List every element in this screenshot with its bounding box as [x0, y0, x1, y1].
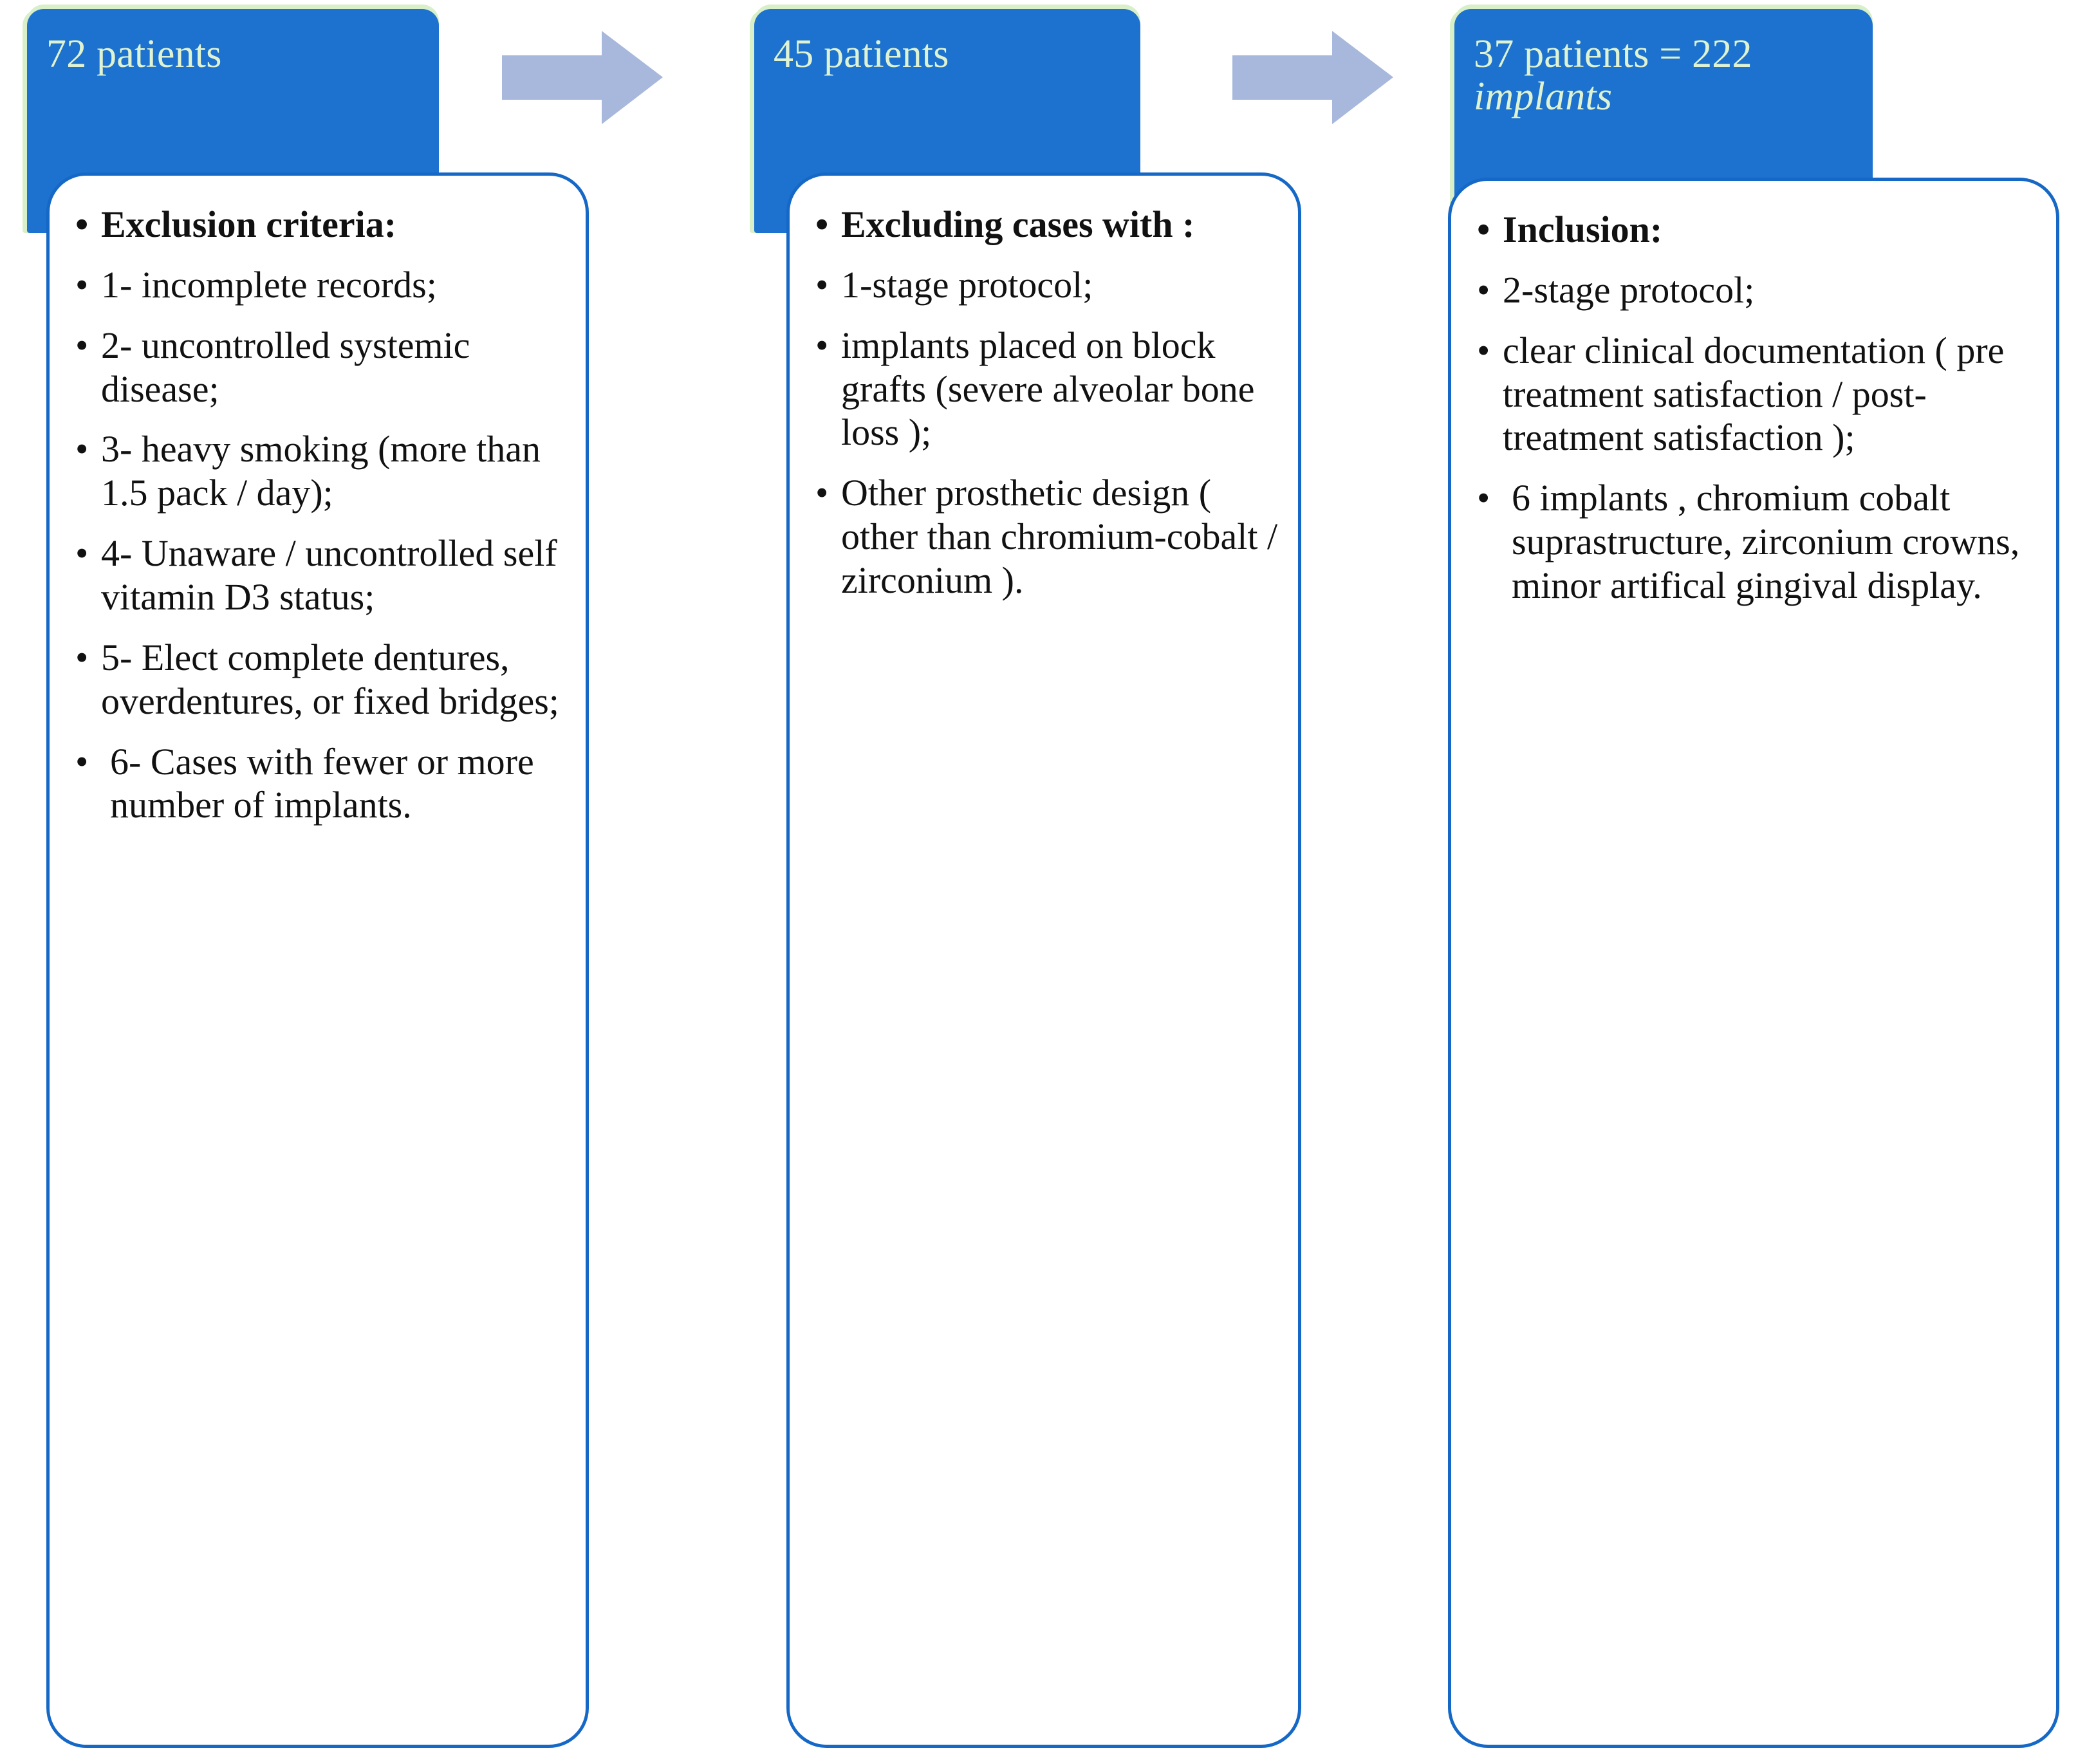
list-item-label: 1-stage protocol;	[841, 263, 1093, 306]
arrow-stage-1-to-2-icon	[502, 31, 663, 124]
bullet-icon: •	[75, 636, 89, 678]
stage-1-header-line1: 72 patients	[46, 32, 222, 76]
list-item: • 1-stage protocol;	[812, 263, 1279, 307]
list-item-label: Other prosthetic design ( other than chr…	[841, 472, 1278, 602]
list-item: • 6 implants , chromium cobalt suprastru…	[1473, 476, 2037, 608]
list-item-label: Excluding cases with :	[841, 203, 1195, 245]
bullet-icon: •	[1477, 329, 1490, 371]
list-item: • 3- heavy smoking (more than 1.5 pack /…	[71, 427, 566, 515]
bullet-icon: •	[1477, 477, 1490, 519]
stage-2-panel: • Excluding cases with : • 1-stage proto…	[786, 172, 1301, 1748]
stage-1-panel: • Exclusion criteria: • 1- incomplete re…	[46, 172, 589, 1748]
list-item-label: 4- Unaware / uncontrolled self vitamin D…	[101, 532, 557, 618]
list-item-label: 2- uncontrolled systemic disease;	[101, 324, 470, 410]
bullet-icon: •	[815, 324, 829, 366]
list-item: • Inclusion:	[1473, 208, 2037, 252]
list-item: • 4- Unaware / uncontrolled self vitamin…	[71, 532, 566, 619]
list-item: • implants placed on block grafts (sever…	[812, 324, 1279, 455]
list-item-label: clear clinical documentation ( pre treat…	[1503, 329, 2005, 459]
bullet-icon: •	[1477, 209, 1490, 250]
stage-2-header-line1: 45 patients	[774, 32, 949, 76]
list-item-label: 3- heavy smoking (more than 1.5 pack / d…	[101, 428, 541, 514]
bullet-icon: •	[815, 263, 829, 306]
list-item: • Excluding cases with :	[812, 203, 1279, 246]
bullet-icon: •	[815, 203, 829, 245]
stage-3-header-line2: implants	[1474, 74, 1613, 118]
bullet-icon: •	[815, 472, 829, 514]
bullet-icon: •	[75, 532, 89, 575]
bullet-icon: •	[75, 263, 89, 306]
list-item: • Exclusion criteria:	[71, 203, 566, 246]
list-item-label: 6 implants , chromium cobalt suprastruct…	[1512, 477, 2020, 607]
list-item: • clear clinical documentation ( pre tre…	[1473, 329, 2037, 460]
stage-3-header-line1: 37 patients = 222	[1474, 32, 1752, 76]
list-item-label: 6- Cases with fewer or more number of im…	[110, 740, 534, 826]
list-item: • 2-stage protocol;	[1473, 268, 2037, 312]
list-item-label: 2-stage protocol;	[1503, 268, 1755, 311]
bullet-icon: •	[1477, 268, 1490, 311]
list-item-label: implants placed on block grafts (severe …	[841, 324, 1255, 454]
bullet-icon: •	[75, 740, 89, 783]
bullet-icon: •	[75, 324, 89, 366]
bullet-icon: •	[75, 428, 89, 470]
stage-2-criteria-list: • Excluding cases with : • 1-stage proto…	[812, 203, 1279, 602]
list-item-label: 5- Elect complete dentures, overdentures…	[101, 636, 559, 722]
list-item: • Other prosthetic design ( other than c…	[812, 471, 1279, 602]
stage-1-criteria-list: • Exclusion criteria: • 1- incomplete re…	[71, 203, 566, 827]
list-item: • 6- Cases with fewer or more number of …	[71, 740, 566, 828]
stage-3-panel: • Inclusion: • 2-stage protocol; • clear…	[1448, 178, 2059, 1748]
list-item-label: 1- incomplete records;	[101, 263, 437, 306]
arrow-stage-2-to-3-icon	[1232, 31, 1393, 124]
list-item: • 5- Elect complete dentures, overdentur…	[71, 636, 566, 723]
bullet-icon: •	[75, 203, 89, 245]
list-item: • 1- incomplete records;	[71, 263, 566, 307]
list-item: • 2- uncontrolled systemic disease;	[71, 324, 566, 411]
list-item-label: Inclusion:	[1503, 209, 1663, 250]
list-item-label: Exclusion criteria:	[101, 203, 397, 245]
stage-3-criteria-list: • Inclusion: • 2-stage protocol; • clear…	[1473, 208, 2037, 608]
